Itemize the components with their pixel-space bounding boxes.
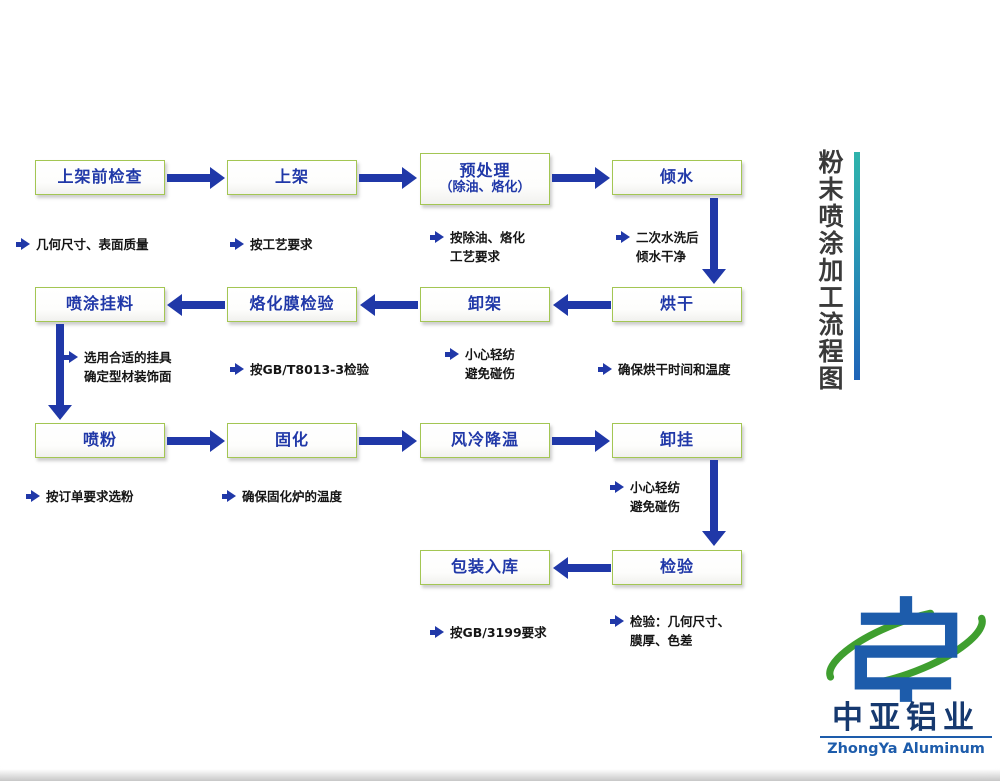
flow-box-label: 烙化膜检验 (249, 294, 335, 314)
note-hanger-selection: 选用合适的挂具确定型材装饰面 (64, 349, 172, 387)
flow-box-water-pouring: 倾水 (612, 160, 742, 195)
flow-box-label: 风冷降温 (450, 430, 519, 450)
flow-box-label: 检验 (659, 557, 694, 577)
flow-box-label: 预处理 (459, 161, 511, 180)
flow-arrow-left-icon (167, 294, 225, 316)
flow-arrow-right-icon (359, 430, 417, 452)
flow-box-pretreatment: 预处理 （除油、烙化） (420, 153, 550, 205)
logo-divider (820, 736, 992, 738)
note-gb3199-requirement: 按GB/3199要求 (430, 624, 547, 643)
flow-box-spray-hanging: 喷涂挂料 (35, 287, 165, 322)
flow-arrow-right-icon (552, 167, 610, 189)
arrow-bullet-icon (430, 231, 444, 244)
arrow-bullet-icon (430, 626, 444, 639)
flow-box-drying: 烘干 (612, 287, 742, 322)
note-process-requirement: 按工艺要求 (230, 236, 313, 255)
bottom-shadow (0, 769, 1000, 781)
flow-box-packing-warehousing: 包装入库 (420, 550, 550, 585)
note-handle-gently-unracking: 小心轻纺避免碰伤 (445, 346, 515, 384)
flow-arrow-down-icon (48, 324, 72, 420)
arrow-bullet-icon (222, 490, 236, 503)
flow-arrow-right-icon (167, 430, 225, 452)
note-rinse-clean: 二次水洗后倾水干净 (616, 229, 699, 267)
flow-box-curing: 固化 (227, 423, 357, 458)
flow-arrow-down-icon (702, 198, 726, 284)
arrow-bullet-icon (445, 348, 459, 361)
flow-box-label: 喷粉 (82, 430, 117, 450)
flow-box-racking: 上架 (227, 160, 357, 195)
flow-box-label: 倾水 (659, 167, 694, 187)
page-title: 粉末喷涂加工流程图 (815, 149, 844, 392)
arrow-bullet-icon (616, 231, 630, 244)
arrow-bullet-icon (230, 238, 244, 251)
flow-box-label: 卸挂 (659, 430, 694, 450)
flow-arrow-right-icon (167, 167, 225, 189)
flow-box-label: 上架 (274, 167, 309, 187)
logo-english-name: ZhongYa Aluminum (827, 741, 985, 757)
logo-chinese-name: 中亚铝业 (832, 700, 980, 736)
flow-box-unracking: 卸架 (420, 287, 550, 322)
flow-arrow-right-icon (359, 167, 417, 189)
flow-arrow-left-icon (553, 294, 611, 316)
flow-box-air-cooling: 风冷降温 (420, 423, 550, 458)
flow-box-inspection: 检验 (612, 550, 742, 585)
flow-box-unhanging: 卸挂 (612, 423, 742, 458)
flow-arrow-left-icon (553, 557, 611, 579)
flow-arrow-down-icon (702, 460, 726, 546)
note-degrease-requirement: 按除油、烙化工艺要求 (430, 229, 525, 267)
arrow-bullet-icon (16, 238, 30, 251)
flow-box-sublabel: （除油、烙化） (439, 180, 531, 196)
note-drying-time-temperature: 确保烘干时间和温度 (598, 361, 731, 380)
flow-box-label: 固化 (274, 430, 309, 450)
arrow-bullet-icon (610, 615, 624, 628)
flow-arrow-left-icon (360, 294, 418, 316)
note-powder-per-order: 按订单要求选粉 (26, 488, 134, 507)
flow-arrow-right-icon (552, 430, 610, 452)
flow-box-label: 上架前检查 (57, 167, 143, 187)
flow-box-pre-rack-inspection: 上架前检查 (35, 160, 165, 195)
flow-box-label: 喷涂挂料 (65, 294, 134, 314)
title-accent-bar (854, 152, 860, 380)
flow-box-label: 烘干 (659, 294, 694, 314)
arrow-bullet-icon (26, 490, 40, 503)
arrow-bullet-icon (610, 481, 624, 494)
flow-box-label: 包装入库 (450, 557, 519, 577)
note-geometry-surface: 几何尺寸、表面质量 (16, 236, 149, 255)
flow-box-powder-spraying: 喷粉 (35, 423, 165, 458)
arrow-bullet-icon (230, 363, 244, 376)
note-final-inspection-items: 检验：几何尺寸、膜厚、色差 (610, 613, 730, 651)
zhongya-logo-icon (826, 596, 986, 702)
flow-box-film-inspection: 烙化膜检验 (227, 287, 357, 322)
note-curing-oven-temperature: 确保固化炉的温度 (222, 488, 342, 507)
note-gbt8013-inspection: 按GB/T8013-3检验 (230, 361, 369, 380)
arrow-bullet-icon (64, 351, 78, 364)
arrow-bullet-icon (598, 363, 612, 376)
flow-box-label: 卸架 (467, 294, 502, 314)
note-handle-gently-unhanging: 小心轻纺避免碰伤 (610, 479, 680, 517)
